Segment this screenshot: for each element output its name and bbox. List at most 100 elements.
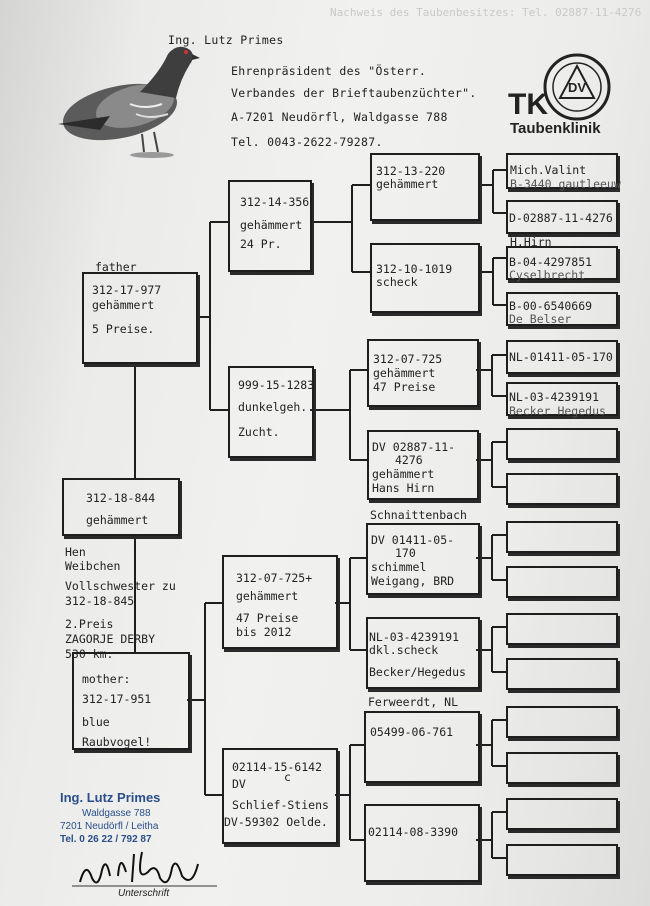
mmf-ring: 05499-06-761 bbox=[370, 725, 454, 739]
gen4-box-1 bbox=[506, 153, 618, 189]
ffm-box bbox=[370, 243, 480, 313]
mm-ring-c: c bbox=[284, 770, 291, 784]
bird-note-3: 2.Preis bbox=[65, 617, 114, 631]
mm-ring: 02114-15-6142 bbox=[232, 760, 323, 774]
gen4-box-2 bbox=[506, 200, 618, 234]
mff-color: schimmel bbox=[371, 560, 427, 574]
gen4-box-7 bbox=[506, 428, 618, 460]
gen4-4-ring: B-00-6540669 bbox=[509, 299, 593, 313]
gen4-3-breeder: Cyselbrecht bbox=[509, 268, 586, 282]
taubenklinik-text: Taubenklinik bbox=[510, 120, 601, 137]
father-box bbox=[82, 272, 198, 364]
signature-label: Unterschrift bbox=[118, 888, 170, 899]
fmf-box bbox=[367, 339, 479, 407]
gen4-6-breeder: Becker Hegedus bbox=[509, 404, 606, 418]
mf-ring: 312-07-725+ bbox=[236, 571, 313, 585]
mfm-ring: NL-03-4239191 bbox=[369, 630, 460, 644]
mmm-ring: 02114-08-3390 bbox=[368, 825, 459, 839]
pigeon-illustration bbox=[58, 46, 200, 158]
mff-location: Schnaittenbach bbox=[370, 508, 467, 522]
fm-box bbox=[228, 366, 314, 458]
gen4-box-10 bbox=[506, 566, 618, 598]
stamp-city: 7201 Neudörfl / Leitha bbox=[60, 821, 159, 832]
gen4-box-4 bbox=[506, 292, 618, 326]
mf-years: bis 2012 bbox=[236, 625, 292, 639]
fff-box bbox=[370, 153, 480, 221]
fff-color: gehämmert bbox=[376, 177, 439, 191]
ff-box bbox=[228, 180, 312, 272]
gen4-4-breeder: De Belser bbox=[509, 312, 572, 326]
father-ring: 312-17-977 bbox=[92, 283, 162, 297]
mm-breeder: Schlief-Stiens bbox=[232, 798, 329, 812]
mm-address: DV-59302 Oelde. bbox=[224, 815, 328, 829]
mf-prizes: 47 Preise bbox=[236, 611, 299, 625]
gen4-6-ring: NL-03-4239191 bbox=[509, 390, 600, 404]
gen4-box-16 bbox=[506, 844, 618, 876]
ff-color: gehämmert bbox=[240, 218, 303, 232]
ffm-ring: 312-10-1019 bbox=[376, 262, 453, 276]
mf-color: gehämmert bbox=[236, 589, 299, 603]
gen4-2-ring: D-02887-11-4276 bbox=[509, 211, 613, 225]
father-label: father bbox=[95, 260, 137, 274]
dv-seal-logo: DV bbox=[543, 53, 611, 121]
bird-ring: 312-18-844 bbox=[86, 491, 156, 505]
mfm-color: dkl.scheck bbox=[369, 643, 439, 657]
stamp-phone: Tel. 0 26 22 / 792 87 bbox=[60, 834, 152, 845]
gen4-1-ring: B-3440 gautleeuw bbox=[510, 177, 621, 191]
mother-note: Raubvogel! bbox=[82, 735, 152, 749]
faint-top-text: Nachweis des Taubenbesitzes: Tel. 02887-… bbox=[330, 6, 642, 19]
mmf-location: Ferweerdt, NL bbox=[368, 695, 459, 709]
bird-box bbox=[62, 478, 180, 536]
mm-box bbox=[222, 748, 338, 844]
fm-color: dunkelgeh. bbox=[238, 400, 308, 414]
fmm-box bbox=[367, 430, 479, 500]
bird-note-5: 530 km. bbox=[65, 647, 114, 661]
gen4-box-9 bbox=[506, 521, 618, 553]
mff-box bbox=[366, 523, 480, 595]
ff-prizes: 24 Pr. bbox=[240, 237, 282, 251]
gen4-box-3 bbox=[506, 246, 618, 280]
gen4-3-above: H.Hirn bbox=[510, 235, 552, 249]
mother-ring: 312-17-951 bbox=[82, 692, 152, 706]
mother-color: blue bbox=[82, 715, 110, 729]
breeder-title-1: Ehrenpräsident des "Österr. bbox=[231, 64, 427, 78]
fmm-ring: DV 02887-11- bbox=[372, 440, 456, 454]
tk-logo-text: TK bbox=[508, 88, 548, 121]
stamp-name: Ing. Lutz Primes bbox=[60, 790, 161, 805]
mother-box bbox=[72, 652, 190, 750]
gen4-box-15 bbox=[506, 798, 618, 830]
ff-ring: 312-14-356 bbox=[240, 195, 310, 209]
fff-ring: 312-13-220 bbox=[376, 164, 446, 178]
fmm-breeder: Hans Hirn bbox=[372, 481, 435, 495]
gen4-box-5 bbox=[506, 340, 618, 374]
gen4-box-12 bbox=[506, 658, 618, 690]
father-color: gehämmert bbox=[92, 298, 155, 312]
breeder-title-2: Verbandes der Brieftaubenzüchter". bbox=[231, 86, 477, 100]
fmm-color: gehämmert bbox=[372, 467, 435, 481]
bird-sex: Hen bbox=[65, 545, 86, 559]
mm-dv: DV bbox=[232, 777, 246, 791]
signature-scribble bbox=[72, 851, 217, 887]
bird-note-4: ZAGORJE DERBY bbox=[65, 632, 156, 646]
mother-label: mother: bbox=[82, 672, 131, 686]
fm-ring: 999-15-1283 bbox=[238, 378, 315, 392]
mfm-box bbox=[366, 617, 480, 689]
gen4-3-ring: B-04-4297851 bbox=[509, 255, 593, 269]
gen4-box-6 bbox=[506, 382, 618, 416]
father-prizes: 5 Preise. bbox=[92, 322, 155, 336]
bird-note-2: 312-18-845 bbox=[65, 594, 135, 608]
gen4-box-13 bbox=[506, 706, 618, 738]
bird-sex-de: Weibchen bbox=[65, 559, 121, 573]
stamp-street: Waldgasse 788 bbox=[82, 808, 151, 819]
bird-color: gehämmert bbox=[86, 513, 149, 527]
mff-breeder: Weigang, BRD bbox=[371, 574, 455, 588]
fmf-prizes: 47 Preise bbox=[373, 380, 436, 394]
seal-text: DV bbox=[568, 80, 586, 95]
breeder-phone: Tel. 0043-2622-79287. bbox=[231, 135, 383, 149]
fmm-ring-2: 4276 bbox=[395, 453, 423, 467]
fm-note: Zucht. bbox=[238, 425, 280, 439]
mff-ring-2: 170 bbox=[395, 546, 416, 560]
breeder-address: A-7201 Neudörfl, Waldgasse 788 bbox=[231, 110, 448, 124]
bird-note-1: Vollschwester zu bbox=[65, 579, 176, 593]
